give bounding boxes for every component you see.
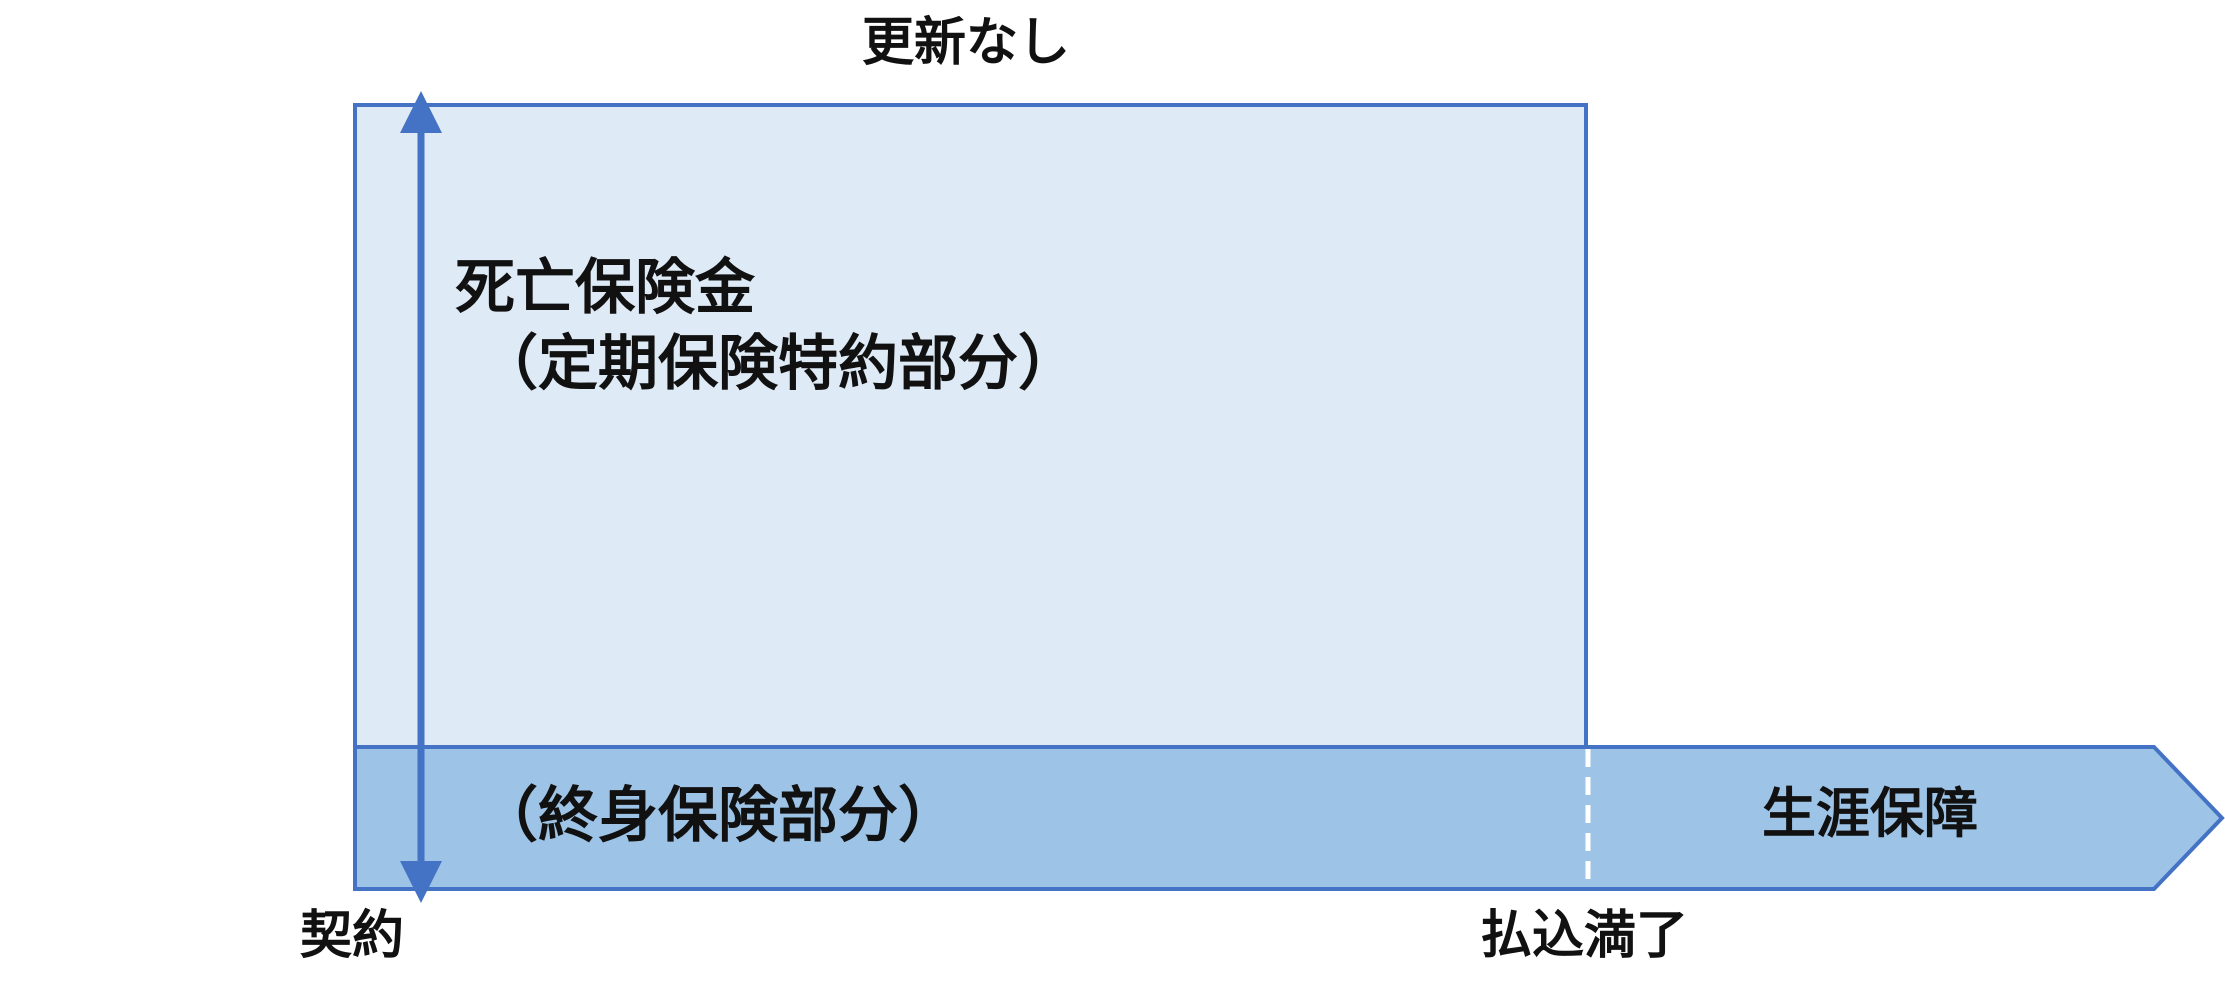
contract-label: 契約 — [300, 906, 405, 966]
payment-complete-label: 払込満了 — [1480, 906, 1689, 966]
whole-life-label: （終身保険部分） — [478, 781, 958, 851]
top-label: 更新なし — [862, 13, 1071, 73]
term-rider-block — [353, 103, 1588, 749]
lifetime-coverage-label: 生涯保障 — [1762, 782, 1978, 845]
term-rider-label: （定期保険特約部分） — [478, 329, 1078, 399]
whole-life-bar — [353, 745, 2225, 891]
death-benefit-label: 死亡保険金 — [455, 253, 755, 323]
